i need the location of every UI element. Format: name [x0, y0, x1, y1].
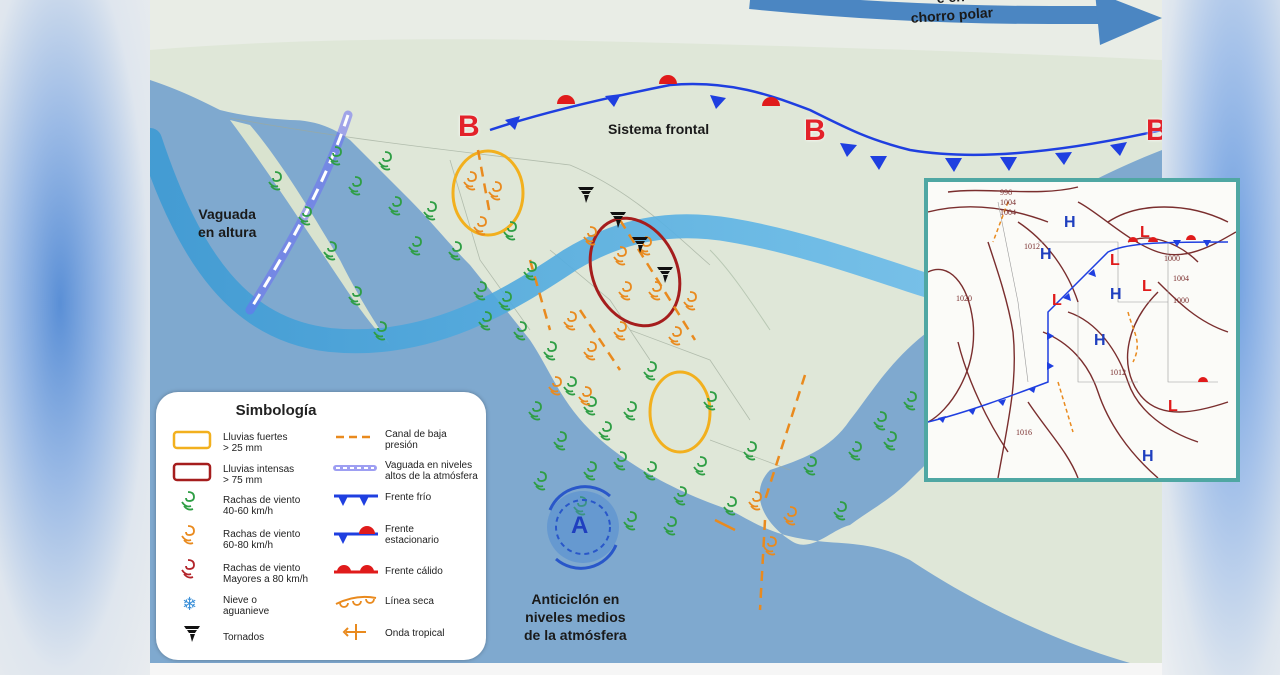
- legend-symbols: ❄: [172, 430, 378, 642]
- legend-panel: Simbología ❄ Lluvias fuertes > 25 mm Llu…: [156, 392, 486, 660]
- polar-jet-arrowhead: [1095, 0, 1162, 45]
- legend-heavy-rain: Lluvias fuertes > 25 mm: [223, 432, 288, 454]
- heavy-rain-symbol: [172, 430, 212, 450]
- inset-low-5: L: [1168, 398, 1178, 415]
- background-blur-left: [0, 0, 150, 675]
- isobar-label-2: 1004: [1000, 198, 1016, 207]
- upper-trough-line: [248, 114, 350, 311]
- low-pressure-channels: [476, 149, 807, 611]
- inset-isobars: [928, 186, 1236, 478]
- anticyclone-marker: A: [571, 512, 589, 539]
- cold-front-pips: [505, 94, 1127, 172]
- bottom-strip: [150, 663, 1162, 675]
- inset-low-3: L: [1052, 292, 1062, 309]
- legend-wind-40-60: Rachas de viento 40-60 km/h: [223, 495, 301, 517]
- inset-high-1: H: [1064, 214, 1076, 231]
- upper-trough-label: Vaguada en altura: [198, 206, 257, 240]
- anticyclone-halo: [547, 491, 619, 563]
- low-pressure-marker-west: B: [458, 110, 480, 143]
- heavy-rain-area-north: [451, 149, 525, 237]
- isobar-label-1: 996: [1000, 188, 1012, 197]
- inset-high-2: H: [1040, 246, 1052, 263]
- isobar-label-6: 1004: [1173, 274, 1189, 283]
- isobar-label-3: 1004: [1000, 208, 1016, 217]
- inset-high-3: H: [1110, 286, 1122, 303]
- intense-rain-area: [588, 216, 682, 328]
- legend-wind-80: Rachas de viento Mayores a 80 km/h: [223, 563, 309, 585]
- legend-warm-front: Frente cálido: [385, 566, 443, 577]
- anticyclone-arrow-top: [548, 485, 611, 511]
- isobar-label-9: 1012: [1110, 368, 1126, 377]
- isobar-label-8: 1020: [956, 294, 972, 303]
- surface-analysis-inset: 996 1004 1004 1012 1000 1004 1000 1020 1…: [924, 178, 1240, 482]
- inset-high-5: H: [1142, 448, 1154, 465]
- low-pressure-marker-east: B: [1146, 114, 1162, 147]
- isobar-label-10: 1016: [1016, 428, 1032, 437]
- isobar-label-4: 1012: [1024, 242, 1040, 251]
- legend-wind-60-80: Rachas de viento 60-80 km/h: [223, 529, 301, 551]
- legend-upper-trough: Vaguada en niveles altos de la atmósfera: [385, 460, 478, 482]
- isobar-label-5: 1000: [1164, 254, 1180, 263]
- heavy-rain-area-center: [648, 370, 712, 454]
- legend-tropical-wave: Onda tropical: [385, 628, 445, 639]
- inset-low-1: L: [1140, 224, 1150, 241]
- legend-snow: Nieve o aguanieve: [223, 595, 270, 617]
- legend-intense-rain: Lluvias intensas > 75 mm: [223, 464, 295, 486]
- isobar-label-7: 1000: [1173, 296, 1189, 305]
- baja-california: [230, 120, 390, 345]
- inset-low-2: L: [1110, 252, 1120, 269]
- legend-dry-line: Línea seca: [385, 596, 434, 607]
- anticyclone-label: Anticiclón en niveles medios de la atmós…: [524, 591, 627, 643]
- anticyclone-ring: [555, 499, 611, 555]
- intense-rain-symbol: [172, 462, 212, 482]
- legend-stationary-front: Frente estacionario: [385, 524, 439, 546]
- snow-icon: ❄: [182, 594, 197, 615]
- legend-cold-front: Frente frío: [385, 492, 432, 503]
- low-pressure-marker-central: B: [804, 114, 826, 147]
- warm-front-pips: [557, 75, 780, 106]
- legend-title: Simbología: [235, 402, 317, 419]
- inset-high-4: H: [1094, 332, 1106, 349]
- polar-jet-arrow-shaft: [749, 0, 1110, 24]
- land-mass: [150, 0, 1162, 663]
- legend-tornado: Tornados: [223, 632, 265, 643]
- inset-low-4: L: [1142, 278, 1152, 295]
- anticyclone-arrow-bottom: [555, 544, 618, 570]
- legend-low-channel: Canal de baja presión: [385, 429, 447, 451]
- frontal-system-label: Sistema frontal: [608, 121, 710, 137]
